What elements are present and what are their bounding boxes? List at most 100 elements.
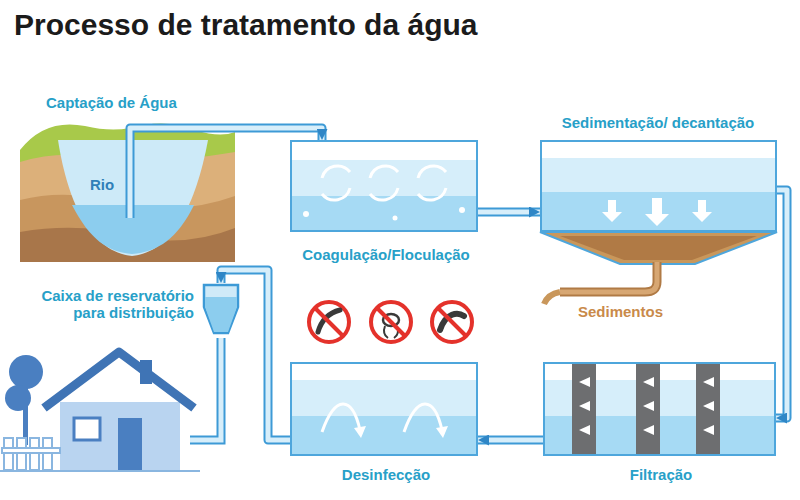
intake-pipe: [126, 140, 135, 218]
ground-line: [0, 470, 200, 472]
supply-pipe: [190, 338, 221, 440]
prohibit-slash: [315, 308, 343, 336]
supply-pipe: [190, 338, 221, 440]
pipe-connector: [130, 128, 322, 140]
down-arrow: [692, 200, 712, 222]
pipe-core: [776, 190, 787, 418]
down-arrow: [645, 198, 669, 226]
fence-rail: [2, 448, 60, 453]
prohibit-slash: [377, 308, 405, 336]
filter-arrow: [643, 401, 654, 411]
mixing-arrows: [322, 166, 446, 200]
river-water: [58, 140, 208, 256]
reservoir-shape: [204, 285, 238, 333]
mixing-arrow: [418, 188, 446, 200]
bubble: [459, 147, 465, 153]
tank-water: [290, 380, 478, 416]
tank-fill: [290, 362, 478, 456]
prohibit-circle: [309, 302, 349, 342]
sediment-pipe: [560, 262, 657, 292]
filter-arrow: [703, 401, 714, 411]
stage-label: Sedimentação/ decantação: [562, 114, 755, 131]
bubble: [358, 150, 363, 155]
wave-heads: [354, 426, 448, 438]
bubble: [302, 147, 308, 153]
tree-crown: [9, 355, 43, 389]
bubble: [303, 211, 309, 217]
title: Processo de tratamento da água: [14, 8, 477, 42]
sediment-hopper: [540, 232, 777, 264]
germ-icon: [432, 302, 472, 342]
mixing-arrow: [418, 166, 446, 178]
tank-water: [290, 416, 478, 456]
flow-waves: [322, 404, 442, 432]
filter-arrow: [579, 401, 590, 411]
filter-column: [636, 364, 660, 456]
sediment: [560, 236, 757, 260]
sediment-outflow: [544, 292, 560, 304]
stage-label: Desinfecção: [342, 466, 430, 483]
arrow-head: [436, 426, 448, 438]
reservoir-tank: Caixa de reservatório para distribuição: [202, 283, 240, 338]
stage-label: Captação de Água: [46, 94, 177, 111]
settling-arrows: [602, 198, 712, 226]
reservoir-water: [205, 297, 237, 332]
prohibit-circle: [371, 302, 411, 342]
mixing-arrow: [322, 166, 350, 178]
bubbles: [302, 147, 465, 221]
pipe-connector: [776, 190, 787, 418]
pipe-core: [478, 210, 540, 215]
filter-arrow: [703, 425, 714, 435]
river-label: Rio: [90, 176, 114, 193]
filter-column: [572, 364, 596, 456]
pipe-core: [478, 438, 543, 443]
sediment-label: Sedimentos: [578, 303, 663, 320]
germ-icon: [309, 302, 349, 342]
mixing-arrow: [322, 188, 350, 200]
tank-fill: [290, 140, 478, 232]
pipe-core: [130, 128, 322, 140]
reservoir-outline: [202, 283, 240, 338]
treatment-tank: Filtração: [543, 362, 776, 456]
sediment-pipe: [560, 262, 657, 292]
pipe-connector: [478, 440, 543, 441]
prohibit-circle: [432, 302, 472, 342]
bubble: [459, 207, 465, 213]
stage-label: Coagulação/Floculação: [302, 246, 470, 263]
stage-label: Caixa de reservatório para distribuição: [22, 287, 194, 322]
house-window: [74, 418, 100, 440]
filter-arrow: [579, 377, 590, 387]
filter-arrows: [579, 377, 714, 435]
house-roof: [44, 352, 194, 408]
prohibit-slash: [438, 308, 466, 336]
treatment-tank: Desinfecção: [290, 362, 478, 456]
tank-water: [540, 158, 777, 192]
river-intake: Captação de ÁguaRio: [20, 140, 235, 258]
mixing-arrow: [370, 188, 398, 200]
treatment-tank: Coagulação/Floculação: [290, 140, 478, 232]
tank-water: [290, 160, 478, 196]
mixing-arrow: [370, 166, 398, 178]
arrow-head: [354, 426, 366, 438]
tank-water: [540, 192, 777, 232]
filter-arrow: [703, 377, 714, 387]
pipe-connector: [478, 212, 540, 213]
stage-label: Filtração: [630, 466, 693, 483]
hill: [20, 123, 235, 262]
tank-fill: [540, 140, 777, 232]
pipe-wall: [130, 128, 322, 140]
bubble: [393, 216, 398, 221]
down-arrow: [602, 200, 622, 222]
wave-arrow: [404, 404, 442, 432]
chimney: [140, 360, 152, 384]
pipe-wall: [478, 436, 543, 445]
filter-column: [696, 364, 720, 456]
house-wall: [60, 402, 180, 470]
filter-arrow: [579, 425, 590, 435]
house-door: [118, 418, 142, 470]
germ-icon: [371, 302, 411, 342]
fence: [2, 438, 60, 470]
filter-arrow: [643, 377, 654, 387]
pipe-wall: [478, 208, 540, 217]
